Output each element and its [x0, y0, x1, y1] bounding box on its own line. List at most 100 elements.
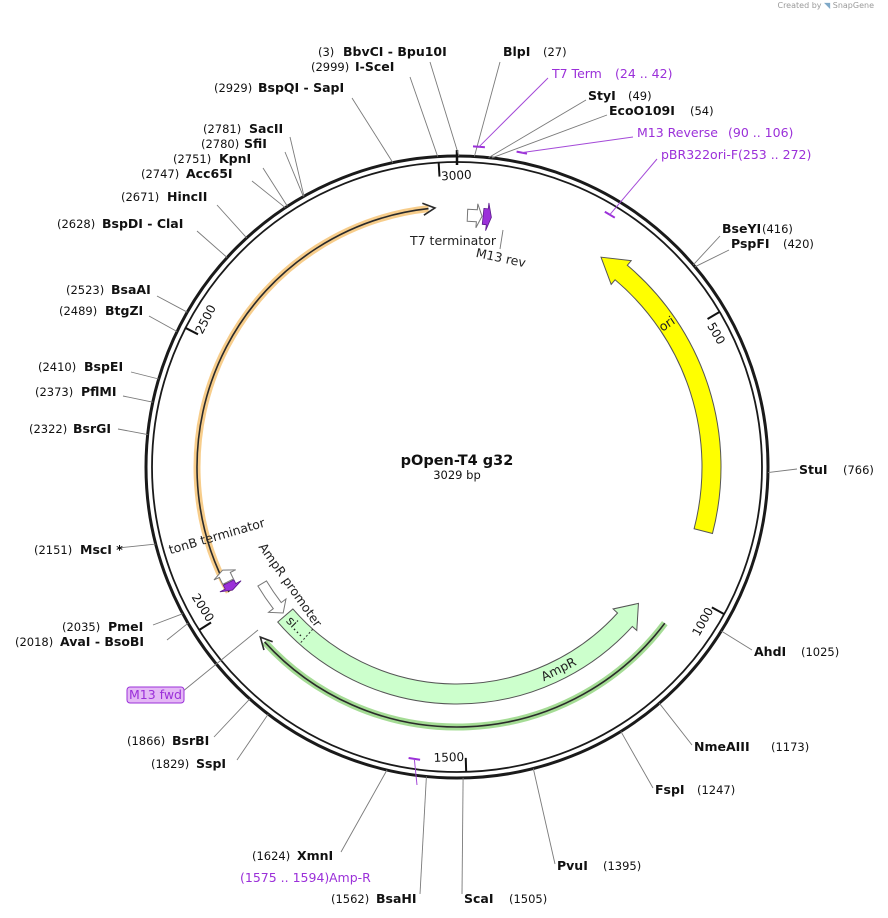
- tick-label-3000: 3000: [441, 168, 472, 184]
- enzyme-leader-31: [461, 777, 464, 895]
- feature-ori-arrow: [600, 256, 722, 535]
- enzyme-leader-17: [122, 395, 153, 403]
- enzyme-name-21: PmeI: [108, 619, 143, 634]
- primer-range-2: (253 .. 272): [738, 147, 811, 162]
- enzyme-name-5: EcoO109I: [609, 103, 675, 118]
- enzyme-leader-25: [658, 702, 693, 746]
- enzyme-leader-1: [409, 76, 439, 157]
- primer-range-3: (1575 .. 1594): [240, 870, 329, 885]
- enzyme-name-27: FspI: [655, 782, 685, 797]
- tick-mark-1000: [711, 606, 725, 616]
- feature-tonb-terminator-arrow: [213, 569, 236, 585]
- m13fwd-badge: [126, 686, 185, 704]
- enzyme-position-2: (27): [543, 45, 567, 59]
- enzyme-position-20: (2151): [34, 543, 72, 557]
- tick-mark-2500: [185, 327, 199, 336]
- enzyme-leader-30: [419, 776, 427, 895]
- feature-ampr-arrow: [277, 602, 639, 705]
- enzyme-leader-6: [289, 136, 305, 197]
- m13fwd-badge-label: M13 fwd: [129, 687, 182, 702]
- enzyme-name-8: KpnI: [219, 151, 251, 166]
- primer-leader-1: [521, 136, 634, 154]
- enzyme-leader-20: [117, 543, 156, 549]
- enzyme-name-12: BseYI: [722, 221, 761, 236]
- enzyme-leader-14: [156, 295, 188, 313]
- enzyme-leader-4: [488, 99, 587, 158]
- tick-label-1500: 1500: [433, 750, 464, 765]
- enzyme-leader-23: [721, 630, 753, 651]
- enzyme-name-4: StyI: [588, 88, 616, 103]
- enzyme-position-17: (2373): [35, 385, 73, 399]
- enzyme-leader-12: [692, 235, 721, 266]
- enzyme-leader-18: [117, 428, 148, 436]
- snapgene-logo-icon: ◥: [824, 1, 831, 10]
- feature-m13fwd-site: [219, 579, 242, 593]
- enzyme-leader-24: [213, 698, 251, 738]
- enzyme-name-13: PspFI: [731, 236, 770, 251]
- enzyme-position-7: (2780): [201, 137, 239, 151]
- enzyme-name-22: AvaI - BsoBI: [60, 634, 144, 649]
- enzyme-leader-2: [473, 61, 501, 157]
- tick-mark-2000: [198, 621, 212, 631]
- enzyme-leader-0: [429, 61, 460, 157]
- enzyme-name-11: BspDI - ClaI: [102, 216, 183, 231]
- enzyme-position-4: (49): [628, 89, 652, 103]
- enzyme-name-24: BsrBI: [172, 733, 209, 748]
- enzyme-position-14: (2523): [66, 283, 104, 297]
- enzyme-leader-28: [340, 769, 388, 853]
- enzyme-name-2: BlpI: [503, 44, 530, 59]
- enzyme-position-21: (2035): [62, 620, 100, 634]
- enzyme-position-9: (2747): [141, 167, 179, 181]
- m13fwd-leader: [181, 629, 259, 693]
- primer-leader-0: [478, 77, 549, 148]
- enzyme-name-30: BsaHI: [376, 891, 417, 906]
- orf-line-0: [264, 622, 666, 728]
- feature-m13-rev-label: M13 rev: [475, 245, 528, 270]
- enzyme-name-25: NmeAIII: [694, 739, 750, 754]
- enzyme-leader-8: [262, 167, 288, 207]
- enzyme-leader-3: [351, 97, 394, 163]
- enzyme-position-5: (54): [690, 104, 714, 118]
- enzyme-position-13: (420): [783, 237, 814, 251]
- enzyme-position-25: (1173): [771, 740, 809, 754]
- plasmid-name: pOpen-T4 g32: [401, 453, 514, 469]
- feature-m13-rev-leader: [499, 229, 504, 250]
- enzyme-leader-22: [166, 622, 189, 641]
- tick-label-500: 500: [704, 320, 728, 347]
- enzyme-name-15: BtgZI: [105, 303, 143, 318]
- enzyme-position-30: (1562): [331, 892, 369, 906]
- enzyme-name-18: BsrGI: [73, 421, 111, 436]
- enzyme-position-0: (3): [318, 45, 334, 59]
- credit-prefix: Created by: [777, 1, 822, 10]
- feature-t7-terminator-arrow: [466, 203, 483, 228]
- enzyme-position-18: (2322): [29, 422, 67, 436]
- orf-arcs: [193, 202, 668, 731]
- feature-t7-terminator-label: T7 terminator: [409, 233, 497, 248]
- enzyme-name-14: BsaAI: [111, 282, 151, 297]
- enzyme-position-16: (2410): [38, 360, 76, 374]
- enzyme-name-23: AhdI: [754, 644, 786, 659]
- enzyme-position-24: (1866): [127, 734, 165, 748]
- enzyme-leader-9: [251, 180, 286, 209]
- enzyme-position-1: (2999): [311, 60, 349, 74]
- primer-name-1: M13 Reverse: [637, 125, 718, 140]
- primer-name-2: pBR322ori-F: [661, 147, 738, 162]
- primer-leader-3: [413, 758, 418, 786]
- enzyme-name-1: I-SceI: [355, 59, 394, 74]
- tick-mark-500: [707, 310, 721, 320]
- enzyme-position-28: (1624): [252, 849, 290, 863]
- primer-leader-2: [609, 158, 658, 216]
- enzyme-name-16: BspEI: [84, 359, 123, 374]
- enzyme-position-10: (2671): [121, 190, 159, 204]
- enzyme-name-10: HincII: [167, 189, 207, 204]
- plasmid-backbone: [144, 150, 770, 780]
- enzyme-sites: BbvCI - Bpu10I(3)I-SceI(2999)BlpI(27)Bsp…: [15, 44, 874, 906]
- snapgene-credit: Created by ◥ SnapGene: [777, 1, 874, 10]
- enzyme-position-26: (1829): [151, 757, 189, 771]
- enzyme-position-12: (416): [762, 222, 793, 236]
- enzyme-name-31: ScaI: [464, 891, 494, 906]
- enzyme-leader-10: [216, 204, 248, 239]
- orf-line-1: [196, 207, 429, 593]
- enzyme-leader-19: [767, 468, 798, 474]
